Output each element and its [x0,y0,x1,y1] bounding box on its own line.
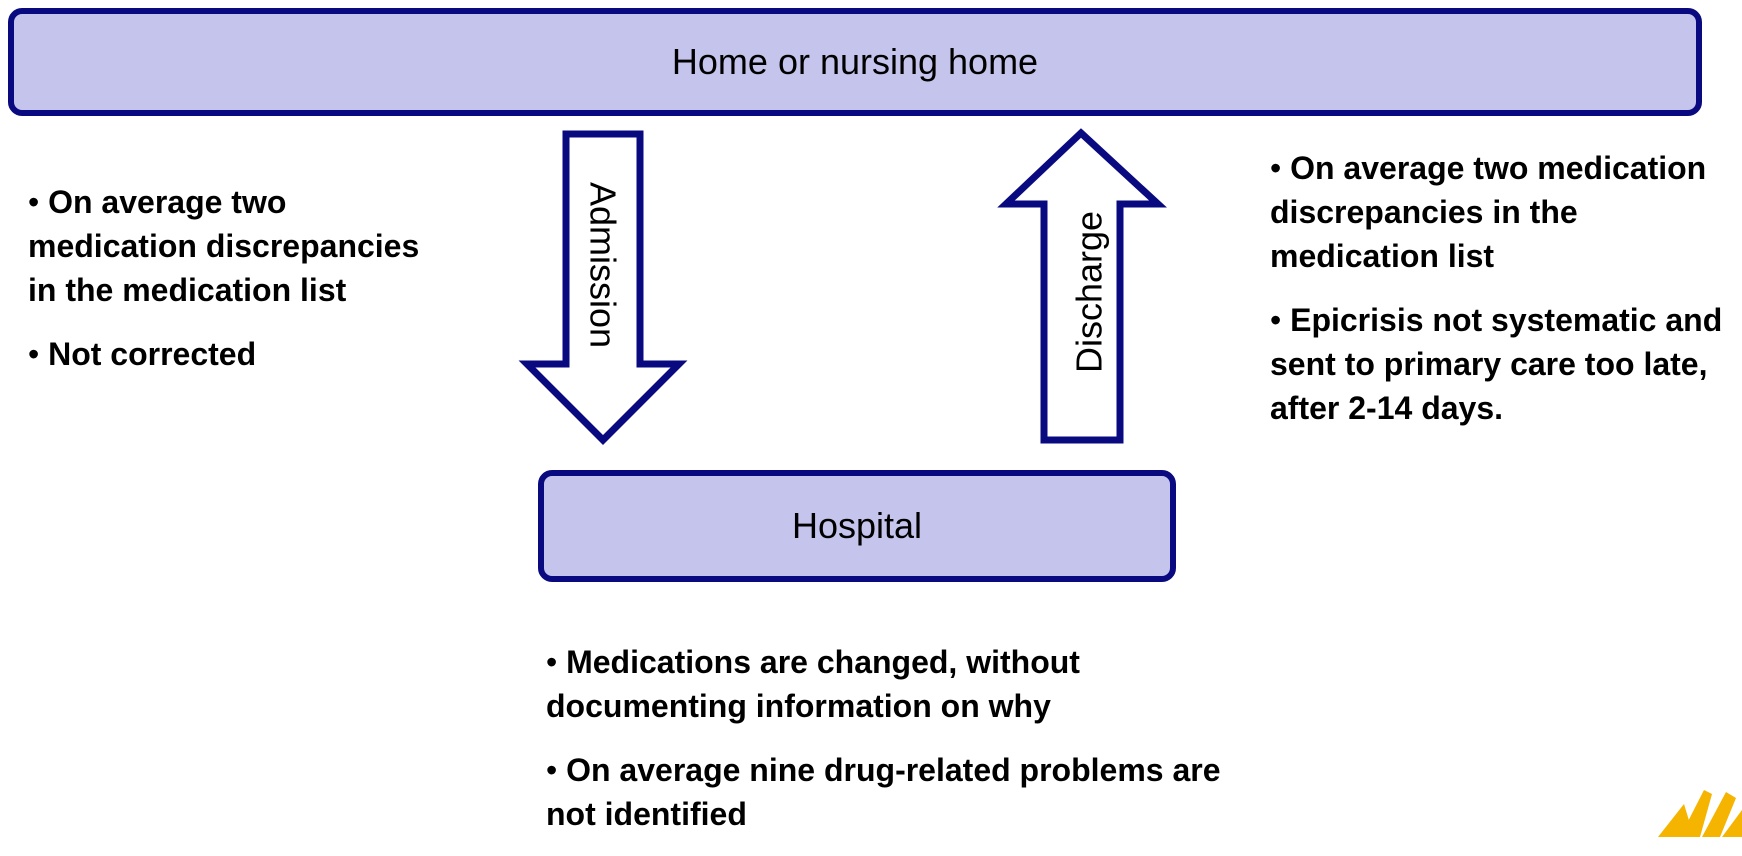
home-box: Home or nursing home [8,8,1702,116]
admission-label: Admission [582,182,623,348]
home-box-label: Home or nursing home [671,41,1039,82]
list-item: • Medications are changed, without docum… [546,644,1080,724]
list-item: • Not corrected [28,336,257,372]
bottom-notes: • Medications are changed, without docum… [546,640,1226,856]
list-item: • On average two medication discrepancie… [1270,150,1707,274]
left-notes: • On average two medication discrepancie… [28,180,428,396]
flow-arrows: Admission Discharge [518,128,1167,445]
hospital-box-label: Hospital [791,505,923,546]
list-item: • On average nine drug-related problems … [546,752,1221,832]
sun-logo-icon [1650,786,1742,837]
list-item: • On average two medication discrepancie… [28,184,420,308]
hospital-box: Hospital [538,470,1176,582]
admission-arrow-icon: Admission [518,130,688,445]
discharge-arrow-icon: Discharge [997,128,1167,444]
discharge-label: Discharge [1069,211,1110,373]
list-item: • Epicrisis not systematic and sent to p… [1270,302,1723,426]
right-notes: • On average two medication discrepancie… [1270,146,1730,450]
